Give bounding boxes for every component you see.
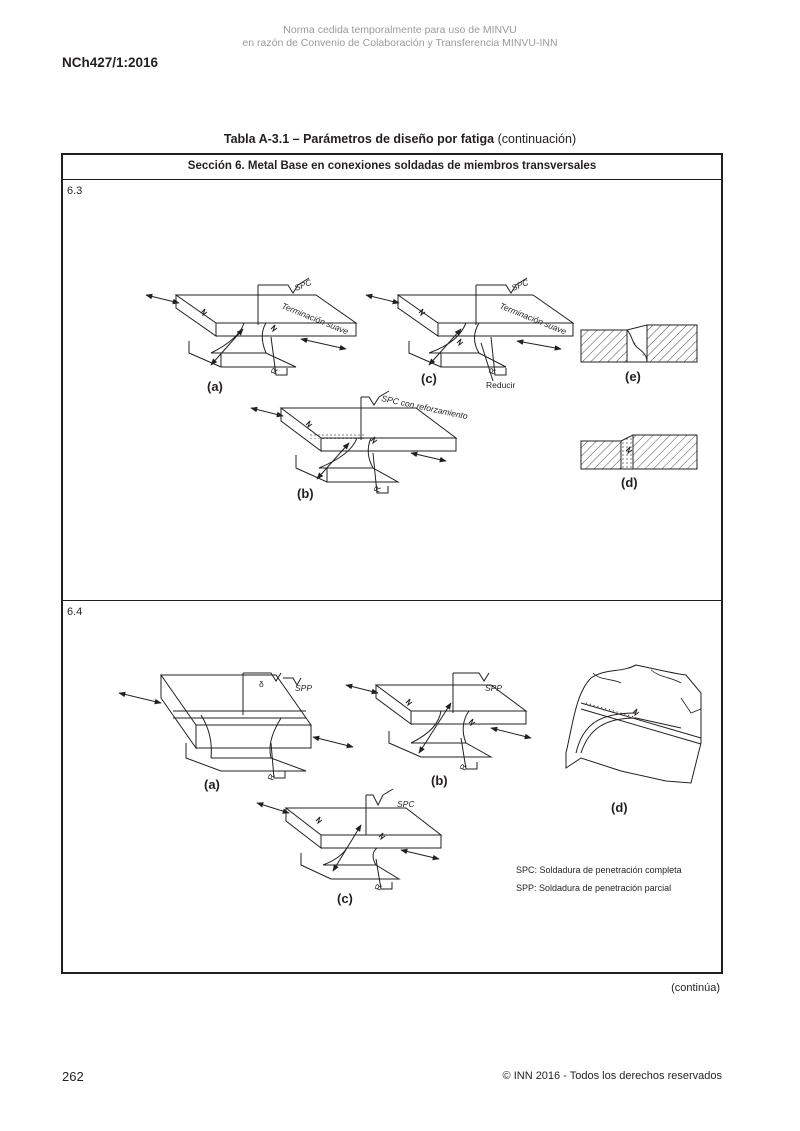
spc-reforzamiento-label: SPC con reforzamiento [381,393,469,421]
radius-label-6-3-c: R [486,366,497,375]
figure-label-6-3-b: (b) [297,486,314,501]
figure-6-3-a: SPC Terminación suave R (a) [145,277,358,394]
legend: SPC: Soldadura de penetración completa S… [516,865,682,893]
row-label-6-3: 6.3 [67,185,83,197]
spp-label-6-4-b: SPP [485,683,502,693]
radius-label-6-4-b: R [457,762,468,771]
figure-6-3-e: (e) [580,324,698,384]
row-label-6-4: 6.4 [67,606,83,618]
watermark-line-1: Norma cedida temporalmente para uso de M… [283,24,517,36]
spc-label-6-3-c: SPC [510,277,531,293]
section-header: Sección 6. Metal Base en conexiones sold… [63,155,721,180]
terminacion-suave-label-6-3-a: Terminación suave [280,301,350,337]
watermark-line-2: en razón de Convenio de Colaboración y T… [242,37,558,49]
radius-label-6-3-a: R [268,366,279,375]
figure-label-6-3-c: (c) [421,371,437,386]
reducir-label-6-3-c: Reducir [486,380,515,390]
figure-6-4-a: δ SPP R (a) [118,672,354,792]
watermark: Norma cedida temporalmente para uso de M… [0,24,800,50]
radius-label-6-3-b: R [371,484,382,493]
figure-label-6-4-a: (a) [204,777,220,792]
document-code: NCh427/1:2016 [62,55,159,70]
figure-6-3-c: SPC Terminación suave Reducir R (c) [365,277,575,390]
figure-6-4-d: (d) [565,664,702,815]
terminacion-suave-label-6-3-c: Terminación suave [498,301,568,337]
figure-label-6-3-d: (d) [621,475,638,490]
radius-label-6-4-a: R [265,772,276,781]
figure-6-3-d: (d) [580,434,698,490]
spc-label-6-4-c: SPC [397,799,415,809]
radius-label-6-4-c: R [372,882,383,891]
figure-label-6-4-c: (c) [337,891,353,906]
figure-label-6-4-d: (d) [611,800,628,815]
table-frame: Sección 6. Metal Base en conexiones sold… [61,153,723,974]
spp-label-6-4-a: SPP [295,683,312,693]
page-number: 262 [62,1069,84,1084]
copyright-notice: © INN 2016 - Todos los derechos reservad… [502,1070,722,1082]
figure-6-4-b: SPP R (b) [345,672,532,788]
figure-label-6-4-b: (b) [431,773,448,788]
table-title-suffix: (continuación) [497,132,577,146]
row-divider [63,600,721,601]
figure-6-4-c: SPC R (c) [256,788,443,906]
figure-label-6-3-e: (e) [625,369,641,384]
table-title: Tabla A-3.1 – Parámetros de diseño por f… [0,132,800,146]
figure-6-3-b: SPC con reforzamiento R (b) [250,390,469,501]
delta-label: δ [259,679,264,689]
table-title-main: Tabla A-3.1 – Parámetros de diseño por f… [223,132,495,146]
legend-spp: SPP: Soldadura de penetración parcial [516,883,671,893]
figure-label-6-3-a: (a) [207,379,223,394]
figures-canvas: SPC Terminación suave R (a) SPC Terminac… [118,277,702,906]
continues-note: (continúa) [671,982,720,994]
spc-label-6-3-a: SPC [293,277,314,293]
legend-spc: SPC: Soldadura de penetración completa [516,865,682,875]
